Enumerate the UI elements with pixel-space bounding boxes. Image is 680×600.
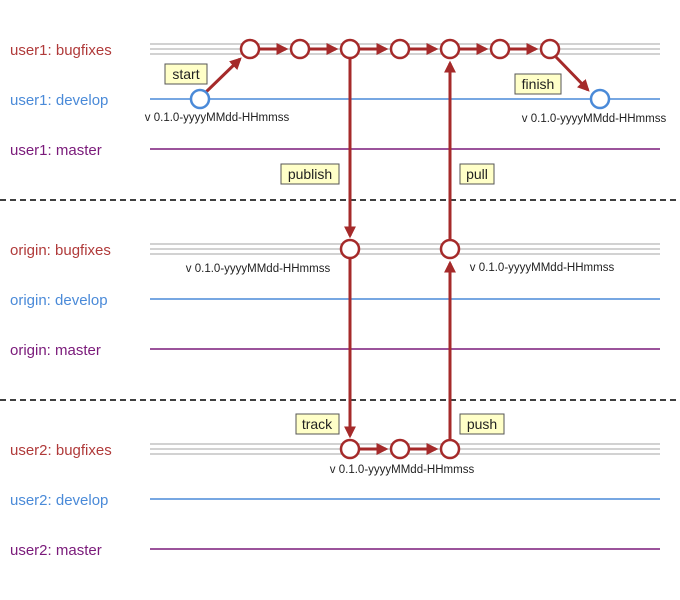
lane-label-user1-bugfixes: user1: bugfixes bbox=[10, 42, 112, 59]
version-label-user1-start: v 0.1.0-yyyyMMdd-HHmmss bbox=[145, 112, 290, 124]
tag-publish: publish bbox=[280, 163, 340, 185]
tag-track: track bbox=[295, 413, 340, 435]
lane-label-origin-develop: origin: develop bbox=[10, 292, 108, 309]
lane-label-user1-master: user1: master bbox=[10, 142, 102, 159]
lane-label-origin-bugfixes: origin: bugfixes bbox=[10, 242, 111, 259]
tag-start: start bbox=[164, 63, 208, 85]
action-tags: start finish publish pull track push bbox=[164, 63, 562, 435]
lane-labels: user1: bugfixes user1: develop user1: ma… bbox=[10, 42, 112, 559]
commit-node-u1-bugfix-7 bbox=[539, 38, 561, 60]
lane-label-user2-develop: user2: develop bbox=[10, 492, 108, 509]
version-label-origin-pull: v 0.1.0-yyyyMMdd-HHmmss bbox=[470, 262, 615, 274]
flow-arrows bbox=[204, 43, 590, 455]
commit-nodes bbox=[189, 38, 611, 460]
commit-node-u1-bugfix-2 bbox=[289, 38, 311, 60]
tag-push: push bbox=[459, 413, 505, 435]
tag-push-label: push bbox=[467, 416, 497, 432]
lane-line-origin-bugfixes bbox=[150, 243, 660, 255]
version-label-user1-finish: v 0.1.0-yyyyMMdd-HHmmss bbox=[522, 113, 667, 125]
commit-node-u1-bugfix-6 bbox=[489, 38, 511, 60]
version-label-user2-track: v 0.1.0-yyyyMMdd-HHmmss bbox=[330, 464, 475, 476]
commit-node-u2-bugfix-1 bbox=[339, 438, 361, 460]
commit-node-u1-develop-start bbox=[189, 88, 211, 110]
commit-node-u1-bugfix-3 bbox=[339, 38, 361, 60]
lane-label-origin-master: origin: master bbox=[10, 342, 101, 359]
tag-finish-label: finish bbox=[522, 76, 555, 92]
tag-start-label: start bbox=[172, 66, 199, 82]
lane-label-user1-develop: user1: develop bbox=[10, 92, 108, 109]
tag-publish-label: publish bbox=[288, 166, 332, 182]
section-separators bbox=[0, 199, 680, 401]
tag-track-label: track bbox=[302, 416, 333, 432]
commit-node-u2-bugfix-3 bbox=[439, 438, 461, 460]
tag-finish: finish bbox=[514, 73, 562, 95]
arrow-finish bbox=[554, 55, 590, 92]
version-labels: v 0.1.0-yyyyMMdd-HHmmss v 0.1.0-yyyyMMdd… bbox=[145, 112, 667, 476]
tag-pull-label: pull bbox=[466, 166, 488, 182]
tag-pull: pull bbox=[459, 163, 495, 185]
version-label-origin-publish: v 0.1.0-yyyyMMdd-HHmmss bbox=[186, 263, 331, 275]
commit-node-u2-bugfix-2 bbox=[389, 438, 411, 460]
bugfix-lane-lines bbox=[150, 43, 660, 455]
develop-lane-lines bbox=[150, 98, 660, 500]
commit-node-u1-bugfix-5 bbox=[439, 38, 461, 60]
commit-node-origin-pull bbox=[439, 238, 461, 260]
lane-label-user2-master: user2: master bbox=[10, 542, 102, 559]
commit-node-u1-bugfix-4 bbox=[389, 38, 411, 60]
commit-node-origin-publish bbox=[339, 238, 361, 260]
arrow-start bbox=[204, 57, 242, 94]
lane-label-user2-bugfixes: user2: bugfixes bbox=[10, 442, 112, 459]
master-lane-lines bbox=[150, 148, 660, 550]
commit-node-u1-develop-finish bbox=[589, 88, 611, 110]
commit-node-u1-bugfix-1 bbox=[239, 38, 261, 60]
